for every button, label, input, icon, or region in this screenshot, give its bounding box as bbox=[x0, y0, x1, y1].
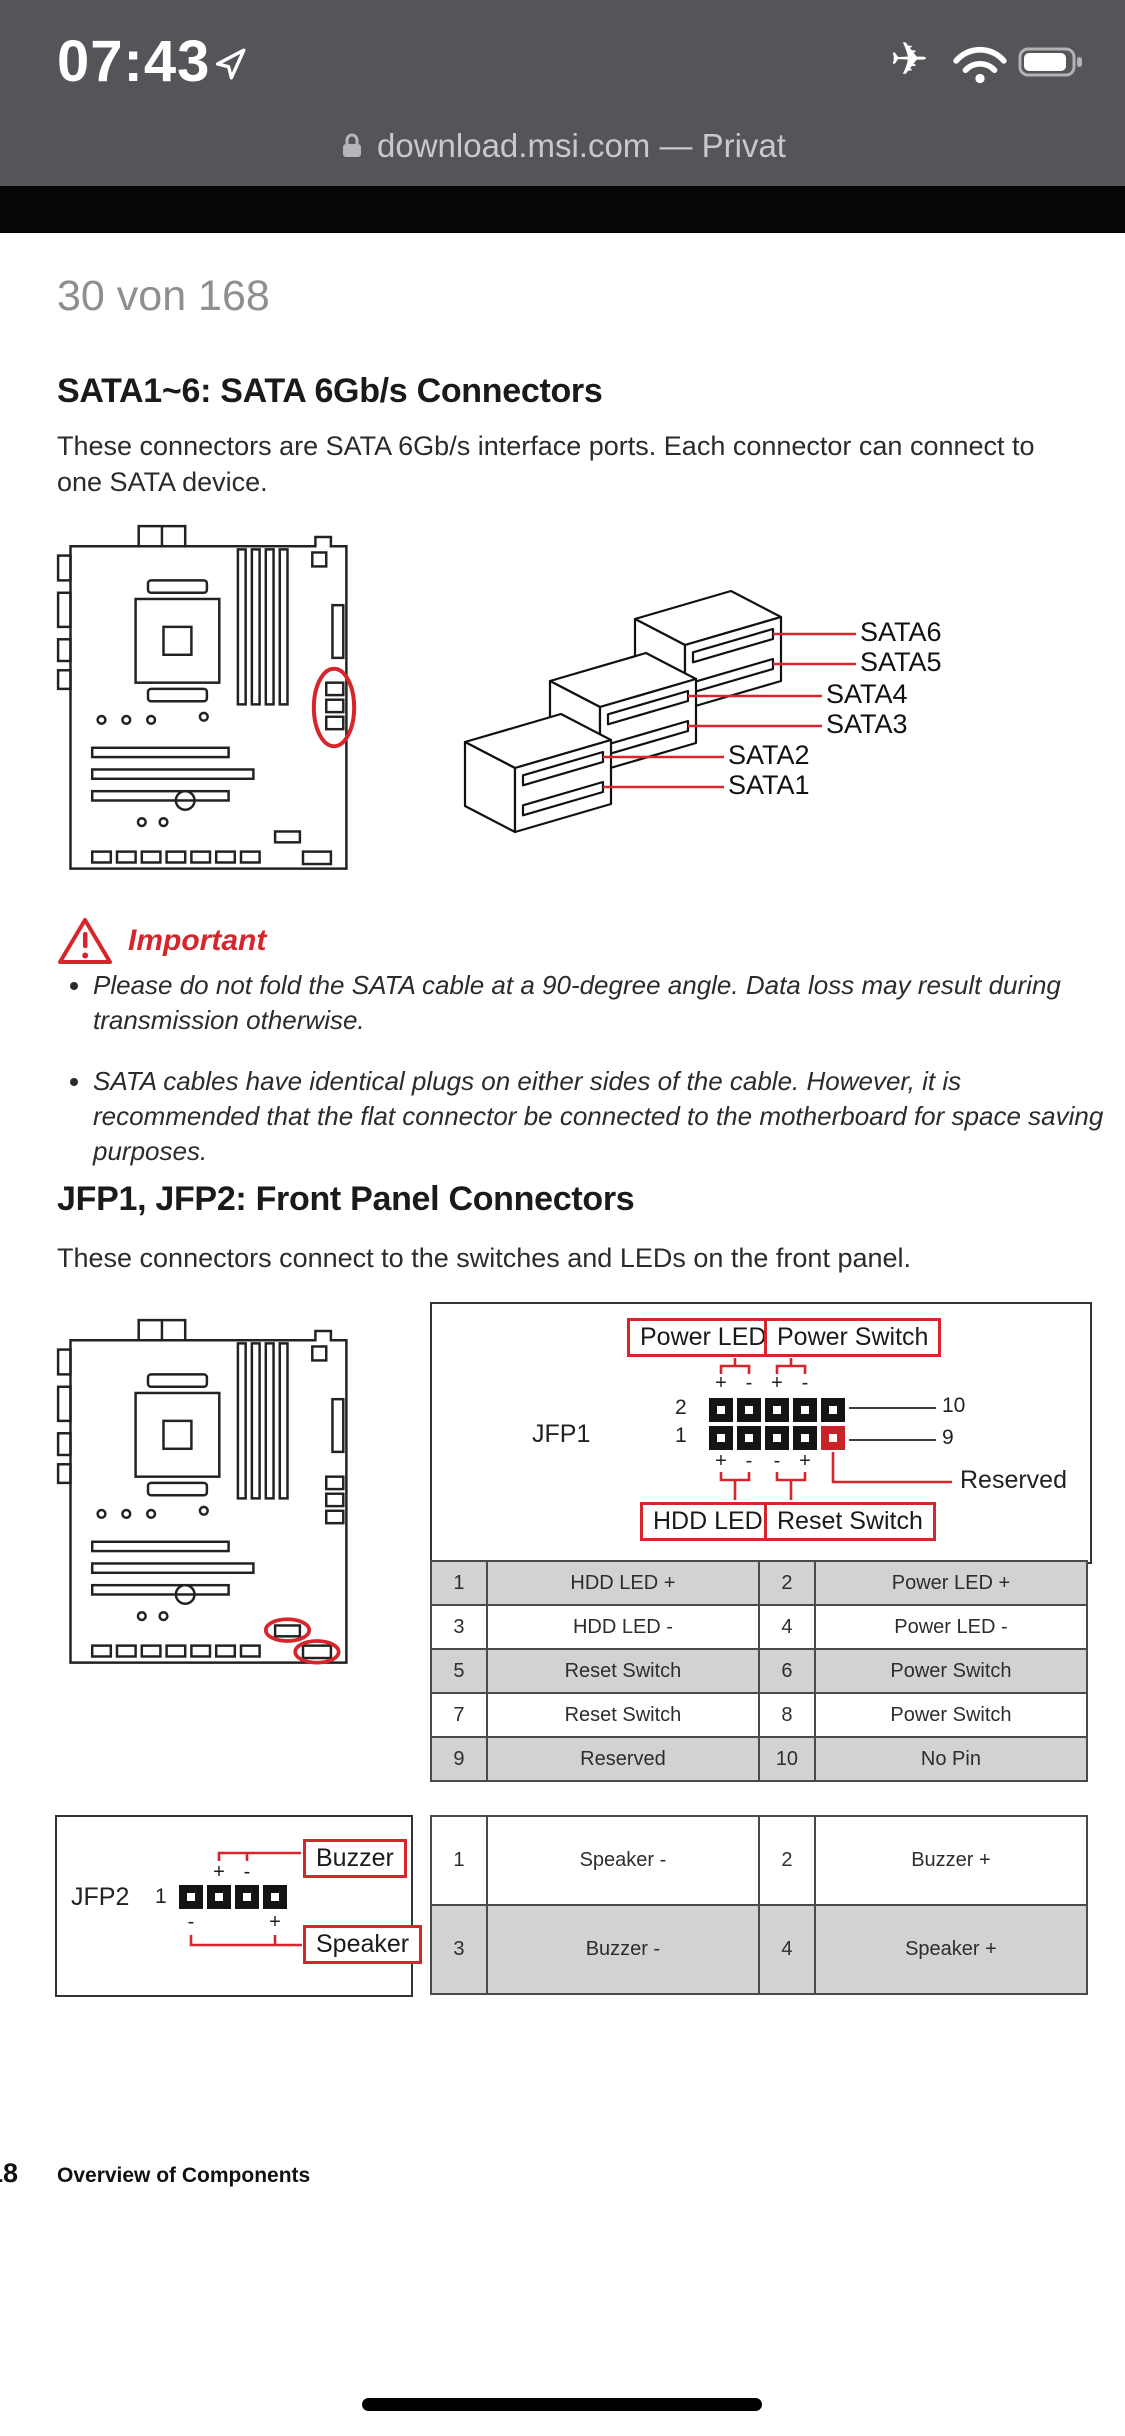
desc-cell: No Pin bbox=[813, 1736, 1089, 1782]
jfp1-pin-grid bbox=[709, 1358, 952, 1500]
pin-number-2: 2 bbox=[675, 1396, 687, 1419]
pin-cell: 1 bbox=[430, 1815, 488, 1906]
important-bullet: Please do not fold the SATA cable at a 9… bbox=[93, 968, 1108, 1038]
polarity-mark: + bbox=[799, 1450, 811, 1472]
pin-number-10: 10 bbox=[942, 1394, 966, 1417]
pin-cell: 5 bbox=[430, 1648, 488, 1694]
motherboard-diagram-2 bbox=[56, 1318, 348, 1665]
jfp1-table: 1 HDD LED + 2 Power LED + 3 HDD LED - 4 … bbox=[430, 1560, 1089, 1782]
jfp2-table: 1 Speaker - 2 Buzzer + 3 Buzzer - 4 Spea… bbox=[430, 1815, 1089, 1995]
sata-connector-diagram bbox=[463, 589, 856, 834]
polarity-mark: - bbox=[243, 1861, 251, 1883]
lock-icon bbox=[343, 133, 361, 157]
pin-cell: 7 bbox=[430, 1692, 488, 1738]
sata-port-label: SATA2 bbox=[728, 740, 810, 770]
location-arrow-icon bbox=[215, 48, 246, 80]
pin-cell: 9 bbox=[430, 1736, 488, 1782]
pin-cell: 2 bbox=[757, 1815, 816, 1906]
desc-cell: Speaker + bbox=[813, 1904, 1089, 1995]
buzzer-label: Buzzer bbox=[303, 1839, 407, 1878]
sata-heading: SATA1~6: SATA 6Gb/s Connectors bbox=[57, 372, 603, 410]
jfp2-pin-grid bbox=[179, 1851, 302, 1947]
polarity-mark: - bbox=[745, 1450, 753, 1472]
table-row: 3 HDD LED - 4 Power LED - bbox=[430, 1604, 1089, 1650]
table-row: 7 Reset Switch 8 Power Switch bbox=[430, 1692, 1089, 1738]
battery-icon bbox=[1018, 47, 1082, 77]
sata-port-label: SATA1 bbox=[728, 770, 810, 800]
desc-cell: Reset Switch bbox=[485, 1648, 760, 1694]
jfp-body: These connectors connect to the switches… bbox=[57, 1243, 912, 1273]
desc-cell: Reserved bbox=[485, 1736, 760, 1782]
desc-cell: Speaker - bbox=[485, 1815, 760, 1906]
pin-cell: 4 bbox=[757, 1604, 816, 1650]
table-row: 5 Reset Switch 6 Power Switch bbox=[430, 1648, 1089, 1694]
desc-cell: Power Switch bbox=[813, 1692, 1089, 1738]
pdf-viewer-gap bbox=[0, 186, 1125, 233]
warning-triangle-icon bbox=[58, 918, 112, 964]
desc-cell: Power LED + bbox=[813, 1560, 1089, 1606]
table-row: 1 HDD LED + 2 Power LED + bbox=[430, 1560, 1089, 1606]
desc-cell: HDD LED + bbox=[485, 1560, 760, 1606]
time-label: 07:43 bbox=[57, 29, 211, 94]
power-switch-label: Power Switch bbox=[764, 1318, 942, 1357]
pin-cell: 6 bbox=[757, 1648, 816, 1694]
desc-cell: Reset Switch bbox=[485, 1692, 760, 1738]
polarity-mark: + bbox=[213, 1861, 225, 1883]
url-bar[interactable]: download.msi.com — Privat bbox=[0, 118, 1125, 174]
desc-cell: Buzzer + bbox=[813, 1815, 1089, 1906]
table-row: 1 Speaker - 2 Buzzer + bbox=[430, 1815, 1089, 1906]
desc-cell: HDD LED - bbox=[485, 1604, 760, 1650]
sata-body: These connectors are SATA 6Gb/s interfac… bbox=[57, 431, 1035, 497]
polarity-mark: + bbox=[269, 1911, 281, 1933]
sata-port-label: SATA3 bbox=[826, 709, 908, 739]
home-indicator[interactable] bbox=[362, 2398, 762, 2411]
url-label: download.msi.com — Privat bbox=[377, 127, 786, 164]
table-row: 3 Buzzer - 4 Speaker + bbox=[430, 1904, 1089, 1995]
desc-cell: Buzzer - bbox=[485, 1904, 760, 1995]
pin-cell: 3 bbox=[430, 1604, 488, 1650]
polarity-mark: - bbox=[801, 1372, 809, 1394]
polarity-mark: + bbox=[771, 1372, 783, 1394]
pin-cell: 3 bbox=[430, 1904, 488, 1995]
motherboard-diagram-1 bbox=[56, 524, 357, 870]
desc-cell: Power LED - bbox=[813, 1604, 1089, 1650]
pin-cell: 10 bbox=[757, 1736, 816, 1782]
pin-cell: 1 bbox=[430, 1560, 488, 1606]
jfp2-diagram-panel: JFP2 1 Buzzer Speaker + - - + bbox=[55, 1815, 423, 1997]
pin-cell: 8 bbox=[757, 1692, 816, 1738]
polarity-mark: + bbox=[715, 1450, 727, 1472]
important-list: Please do not fold the SATA cable at a 9… bbox=[57, 968, 1108, 1195]
important-bullet: SATA cables have identical plugs on eith… bbox=[93, 1064, 1108, 1169]
polarity-mark: + bbox=[715, 1372, 727, 1394]
polarity-mark: - bbox=[745, 1372, 753, 1394]
sata-port-label: SATA4 bbox=[826, 679, 908, 709]
airplane-icon: ✈ bbox=[890, 33, 929, 85]
jfp-heading: JFP1, JFP2: Front Panel Connectors bbox=[57, 1180, 635, 1218]
jfp1-label: JFP1 bbox=[532, 1420, 591, 1448]
speaker-label: Speaker bbox=[303, 1925, 423, 1964]
reset-switch-label: Reset Switch bbox=[764, 1502, 936, 1541]
footer-page-number: 18 bbox=[0, 2158, 19, 2188]
polarity-mark: - bbox=[773, 1450, 781, 1472]
important-title: Important bbox=[128, 924, 267, 957]
pin-number-1: 1 bbox=[155, 1885, 167, 1908]
sata-port-label: SATA5 bbox=[860, 647, 942, 677]
sata-port-label: SATA6 bbox=[860, 617, 942, 647]
pin-number-1: 1 bbox=[675, 1424, 687, 1447]
pin-cell: 4 bbox=[757, 1904, 816, 1995]
wifi-icon bbox=[953, 46, 1007, 84]
desc-cell: Power Switch bbox=[813, 1648, 1089, 1694]
pin-cell: 2 bbox=[757, 1560, 816, 1606]
pin-number-9: 9 bbox=[942, 1426, 954, 1449]
polarity-mark: - bbox=[187, 1911, 195, 1933]
footer-section-title: Overview of Components bbox=[57, 2164, 311, 2187]
table-row: 9 Reserved 10 No Pin bbox=[430, 1736, 1089, 1782]
jfp2-label: JFP2 bbox=[71, 1883, 130, 1911]
hdd-led-label: HDD LED bbox=[640, 1502, 776, 1541]
status-bar: 07:43 ✈ download.msi.com — Privat bbox=[0, 0, 1125, 186]
reserved-label: Reserved bbox=[960, 1466, 1067, 1494]
jfp1-diagram-panel: Power LED Power Switch HDD LED Reset Swi… bbox=[430, 1302, 1092, 1564]
power-led-label: Power LED bbox=[627, 1318, 780, 1357]
page-indicator: 30 von 168 bbox=[57, 272, 270, 320]
